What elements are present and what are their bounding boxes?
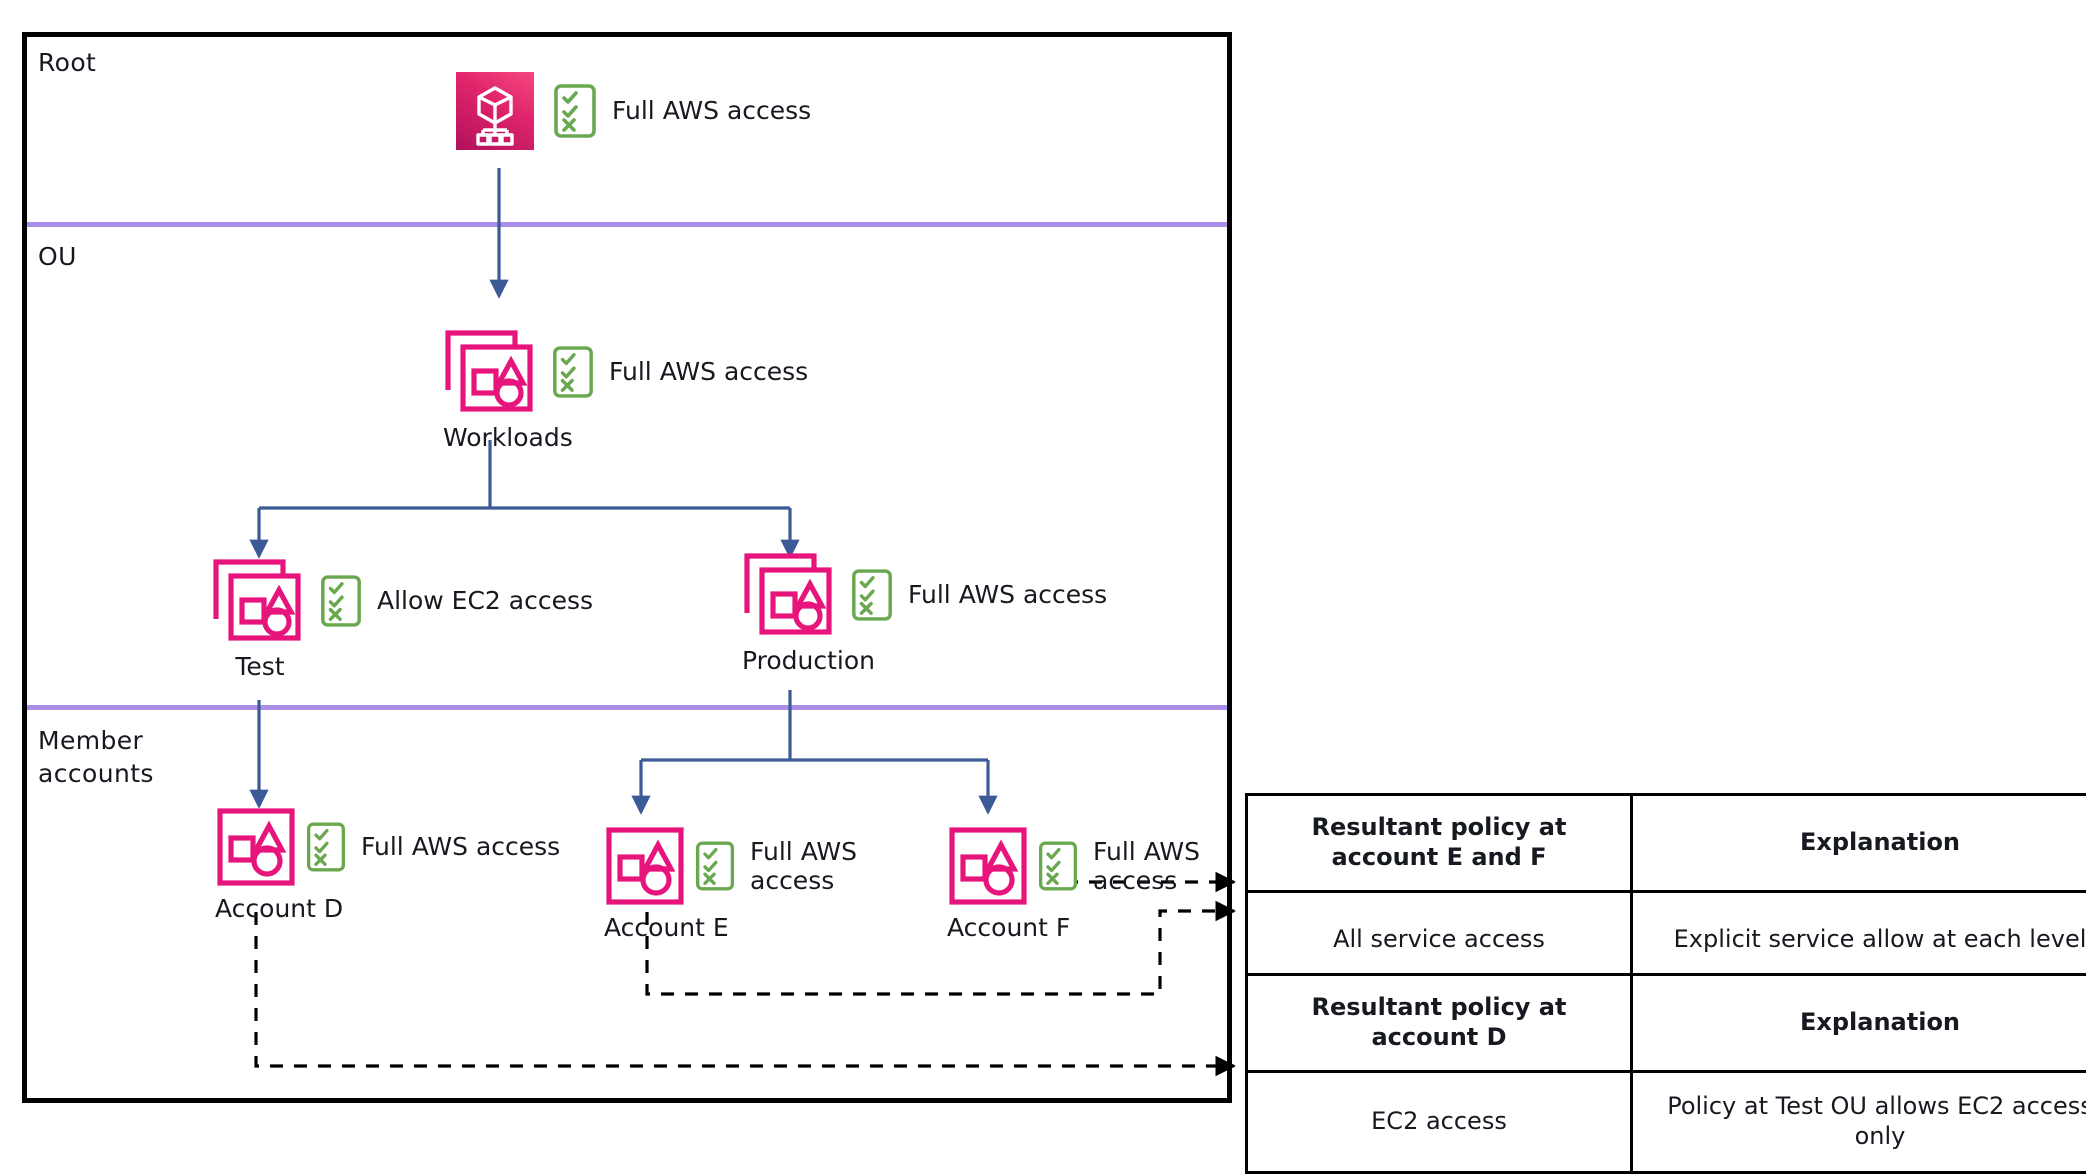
lane-divider-ou-member: [27, 705, 1227, 710]
table-row: Resultant policy at account D Explanatio…: [1247, 975, 2086, 1072]
production-policy-label: Full AWS access: [908, 580, 1107, 610]
aws-account-icon: [215, 806, 297, 888]
policy-checklist-icon: [1037, 840, 1079, 892]
lane-label-ou: OU: [38, 240, 77, 273]
account-d-policy-label: Full AWS access: [361, 832, 560, 862]
policy-checklist-icon: [552, 83, 598, 139]
organizational-unit-icon: [211, 556, 309, 646]
table-d-header-explanation: Explanation: [1632, 975, 2086, 1072]
policy-checklist-icon: [694, 840, 736, 892]
table-d-header-policy: Resultant policy at account D: [1247, 975, 1632, 1072]
organizational-unit-icon: [443, 327, 541, 417]
root-policy-label: Full AWS access: [612, 96, 811, 126]
node-root[interactable]: Full AWS access: [456, 72, 811, 150]
policy-checklist-icon: [551, 345, 595, 399]
node-production-ou[interactable]: Full AWS access Production: [742, 550, 1107, 675]
organizational-unit-icon: [742, 550, 840, 640]
policy-checklist-icon: [319, 574, 363, 628]
account-f-caption: Account F: [947, 913, 1029, 942]
aws-account-icon: [947, 825, 1029, 907]
table-ef-header-explanation: Explanation: [1632, 795, 2086, 892]
production-caption: Production: [742, 646, 840, 675]
aws-organizations-icon: [456, 72, 534, 150]
table-row: EC2 access Policy at Test OU allows EC2 …: [1247, 1072, 2086, 1173]
test-caption: Test: [211, 652, 309, 681]
table-d-cell-explanation: Policy at Test OU allows EC2 access only: [1632, 1072, 2086, 1173]
account-e-caption: Account E: [604, 913, 686, 942]
node-account-e[interactable]: Full AWS access Account E: [604, 825, 857, 942]
workloads-caption: Workloads: [443, 423, 541, 452]
table-ef-header-policy: Resultant policy at account E and F: [1247, 795, 1632, 892]
aws-account-icon: [604, 825, 686, 907]
node-account-d[interactable]: Full AWS access Account D: [215, 806, 560, 923]
account-e-policy-label: Full AWS access: [750, 837, 857, 896]
policy-checklist-icon: [850, 568, 894, 622]
lane-label-member-accounts: Member accounts: [38, 724, 154, 790]
account-f-policy-label: Full AWS access: [1093, 837, 1200, 896]
test-policy-label: Allow EC2 access: [377, 586, 593, 616]
node-workloads-ou[interactable]: Full AWS access Workloads: [443, 327, 808, 452]
account-d-caption: Account D: [215, 894, 297, 923]
lane-divider-root-ou: [27, 222, 1227, 227]
table-resultant-policy-d: Resultant policy at account D Explanatio…: [1245, 973, 2086, 1174]
table-d-cell-policy: EC2 access: [1247, 1072, 1632, 1173]
table-resultant-policy-ef: Resultant policy at account E and F Expl…: [1245, 793, 2086, 990]
node-account-f[interactable]: Full AWS access Account F: [947, 825, 1200, 942]
node-test-ou[interactable]: Allow EC2 access Test: [211, 556, 593, 681]
lane-label-root: Root: [38, 46, 96, 79]
table-row: Resultant policy at account E and F Expl…: [1247, 795, 2086, 892]
workloads-policy-label: Full AWS access: [609, 357, 808, 387]
policy-checklist-icon: [305, 821, 347, 873]
